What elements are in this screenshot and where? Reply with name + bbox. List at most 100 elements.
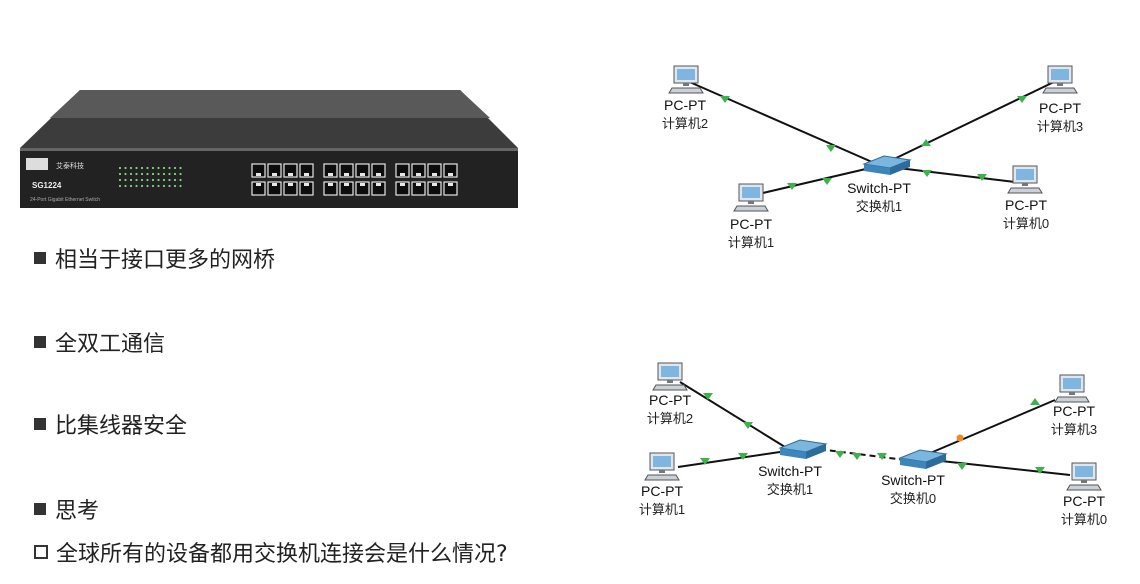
status-led-grid (118, 166, 182, 188)
status-led (135, 166, 138, 170)
port-latch (448, 183, 453, 186)
status-led (129, 166, 133, 170)
status-led (124, 178, 127, 182)
status-led (157, 172, 160, 176)
pc-name-label: 计算机0 (1003, 216, 1049, 231)
ethernet-port (411, 163, 426, 178)
port-latch (344, 183, 349, 186)
pc-type-label: PC-PT (1053, 403, 1095, 419)
switch-device[interactable] (778, 439, 828, 459)
status-led (129, 184, 133, 188)
pc-name-label: 计算机1 (728, 235, 774, 250)
switch-device[interactable] (862, 155, 912, 175)
status-led (162, 184, 166, 188)
bullet-text-1: 相当于接口更多的网桥 (55, 248, 276, 273)
status-led (146, 184, 149, 188)
port-latch (376, 183, 381, 186)
bullet-marker (34, 503, 46, 515)
pc-icon[interactable] (1054, 374, 1090, 403)
status-led (140, 178, 144, 182)
port-latch (416, 183, 421, 186)
pc-type-label: PC-PT (649, 392, 691, 408)
bullet-item-4: 思考 (34, 493, 99, 525)
port-latch (256, 183, 261, 186)
status-led (129, 178, 133, 182)
bullet-text-5: 全球所有的设备都用交换机连接会是什么情况? (56, 542, 508, 567)
pc-icon[interactable] (644, 452, 680, 481)
port-latch (432, 173, 437, 176)
ethernet-port (371, 181, 386, 196)
port-latch (304, 183, 309, 186)
ethernet-port (443, 163, 458, 178)
status-led (157, 184, 160, 188)
port-latch (360, 183, 365, 186)
status-led (162, 172, 166, 176)
ethernet-port (299, 181, 314, 196)
bullet-marker-hollow (34, 545, 48, 559)
status-led (135, 178, 138, 182)
status-led (157, 166, 160, 170)
status-led (151, 178, 155, 182)
status-led (179, 172, 182, 176)
status-led (124, 166, 127, 170)
bullet-item-2: 全双工通信 (34, 326, 165, 358)
ethernet-port-grid (251, 163, 458, 196)
status-led (173, 166, 177, 170)
port-latch (288, 173, 293, 176)
status-led (151, 172, 155, 176)
ethernet-port (299, 163, 314, 178)
pc-type-label: PC-PT (664, 97, 706, 113)
switch-type-label: Switch-PT (847, 180, 911, 196)
link-status-indicators (720, 96, 1027, 190)
ethernet-port (323, 181, 338, 196)
ethernet-port (251, 181, 266, 196)
status-led (151, 166, 155, 170)
ethernet-port (355, 163, 370, 178)
switch-device[interactable] (898, 449, 948, 469)
port-latch (272, 183, 277, 186)
pc-type-label: PC-PT (730, 216, 772, 232)
switch-type-label: Switch-PT (758, 463, 822, 479)
switch-name-label: 交换机0 (890, 491, 936, 506)
ethernet-port (395, 163, 410, 178)
ethernet-port (267, 181, 282, 196)
status-led (173, 178, 177, 182)
port-latch (328, 183, 333, 186)
status-led (124, 172, 127, 176)
status-led (168, 172, 171, 176)
status-led (179, 184, 182, 188)
brand-label: 艾泰科技 (56, 161, 84, 170)
status-led (168, 178, 171, 182)
ethernet-port (323, 163, 338, 178)
pc-icon[interactable] (668, 65, 704, 94)
status-led (146, 172, 149, 176)
pc-icon[interactable] (1066, 462, 1102, 491)
pc-type-label: PC-PT (1063, 493, 1105, 509)
status-led (146, 166, 149, 170)
status-led (118, 172, 122, 176)
pc-icon[interactable] (652, 362, 688, 391)
status-led (168, 184, 171, 188)
status-led (162, 178, 166, 182)
pc-icon[interactable] (1007, 165, 1043, 194)
topology-two-switches: Switch-PT 交换机1 Switch-PT 交换机0 PC-PT 计算机2… (639, 362, 1107, 527)
port-latch (400, 173, 405, 176)
link-lines (677, 381, 1071, 476)
model-subtitle: 24-Port Gigabit Ethernet Switch (30, 197, 100, 203)
pc-icon[interactable] (733, 183, 769, 212)
port-latch (272, 173, 277, 176)
link-lines (684, 79, 1059, 197)
pc-name-label: 计算机2 (647, 411, 693, 426)
ethernet-port (371, 163, 386, 178)
port-latch (288, 183, 293, 186)
pc-name-label: 计算机3 (1037, 119, 1083, 134)
pc-icon[interactable] (1042, 65, 1078, 94)
link-status-indicators (700, 393, 1045, 474)
status-led (135, 172, 138, 176)
status-led (173, 184, 177, 188)
status-led (140, 172, 144, 176)
port-latch (256, 173, 261, 176)
bullet-marker (34, 418, 46, 430)
bullet-item-5: 全球所有的设备都用交换机连接会是什么情况? (34, 536, 508, 568)
